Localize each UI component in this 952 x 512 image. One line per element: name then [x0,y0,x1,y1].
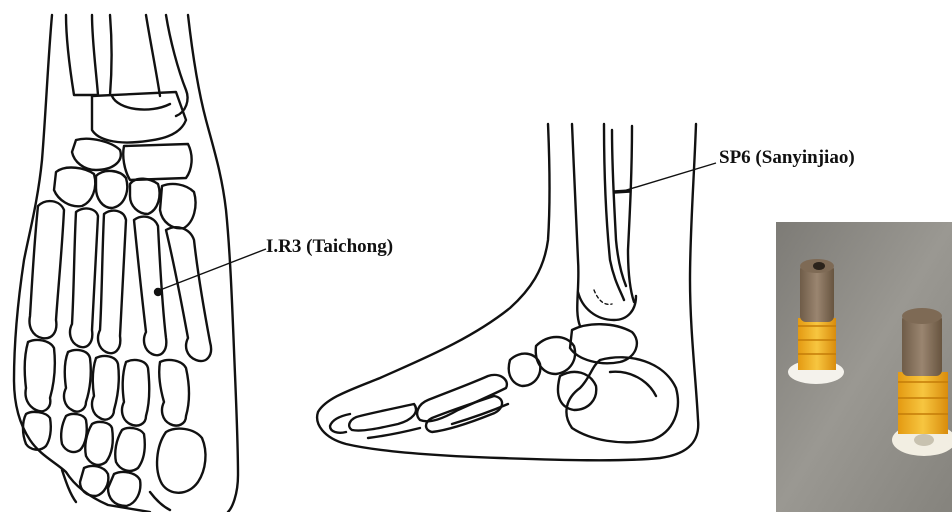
sp6-label: SP6 (Sanyinjiao) [719,147,855,169]
moxa-cones-photo [776,222,952,512]
lr3-label: I.R3 (Taichong) [266,236,393,258]
sp6-pointer-line [620,163,716,192]
